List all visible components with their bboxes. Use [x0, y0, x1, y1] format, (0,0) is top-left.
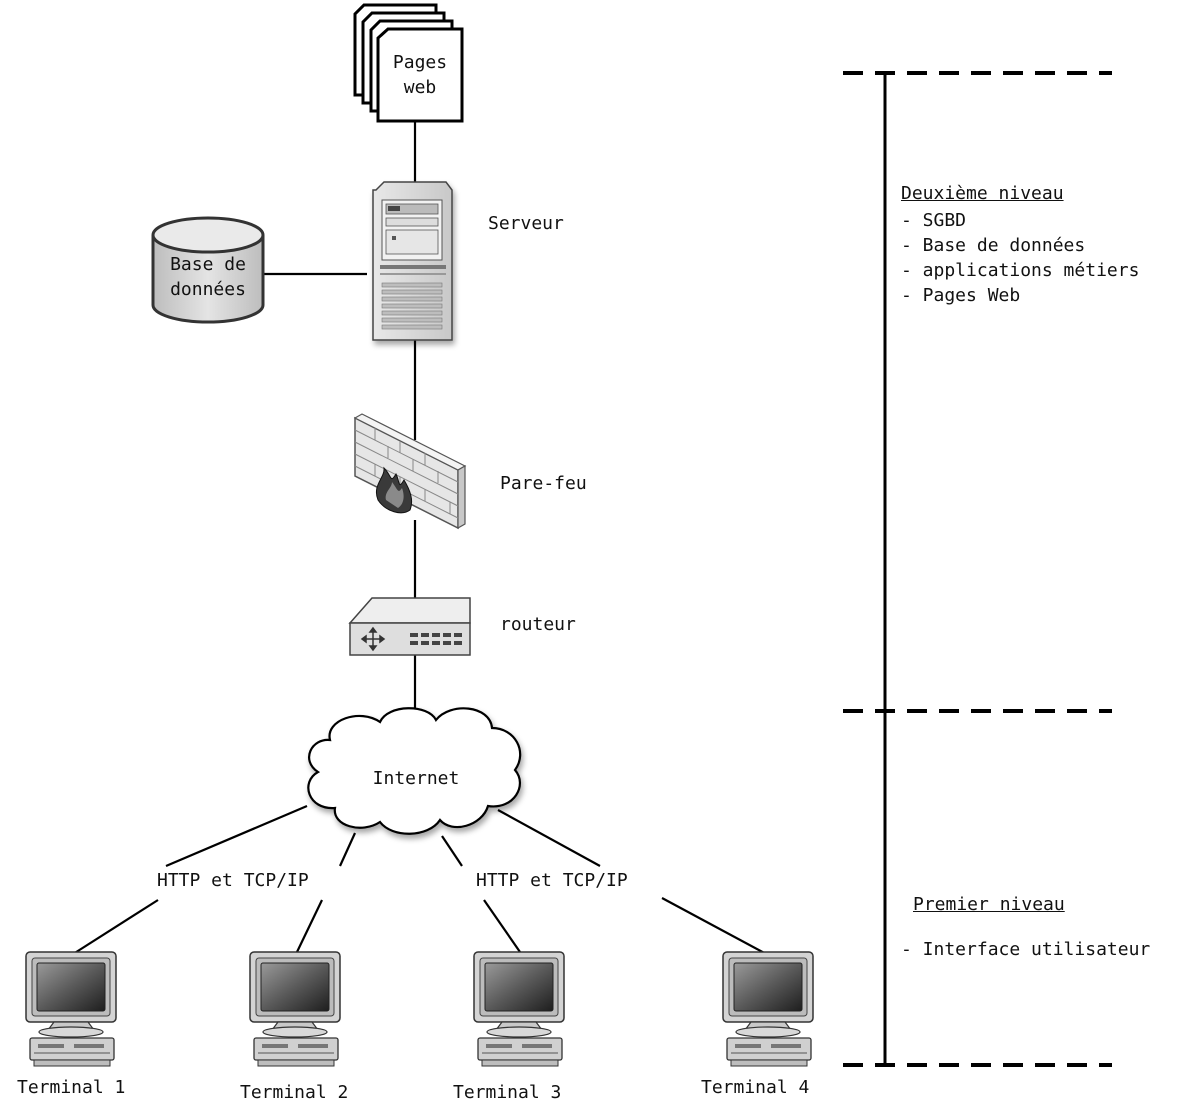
- pages-web-label-2: web: [403, 77, 437, 98]
- protocol-label-right: HTTP et TCP/IP: [476, 870, 628, 891]
- second-tier-item: - Base de données: [901, 235, 1086, 256]
- tier-bracket: [843, 71, 1112, 1067]
- second-tier-title: Deuxième niveau: [901, 183, 1064, 204]
- database-icon: [151, 216, 265, 324]
- first-tier-list: - Interface utilisateur: [901, 937, 1150, 962]
- router-label: routeur: [500, 614, 576, 635]
- pages-web-icon: [353, 3, 464, 123]
- connector-lines: [69, 122, 769, 957]
- terminal-1-label: Terminal 1: [17, 1077, 126, 1098]
- router-icon: [348, 597, 471, 656]
- terminal-2-label: Terminal 2: [240, 1082, 349, 1103]
- terminal-3-label: Terminal 3: [453, 1082, 562, 1103]
- firewall-label: Pare-feu: [500, 473, 587, 494]
- second-tier-item: - SGBD: [901, 210, 967, 231]
- server-icon: [372, 181, 453, 341]
- first-tier-item: - Interface utilisateur: [901, 939, 1151, 960]
- second-tier-list: - SGBD - Base de données - applications …: [901, 208, 1139, 308]
- terminal-3-icon: [473, 951, 565, 1067]
- firewall-icon: [353, 413, 467, 530]
- internet-label: Internet: [372, 768, 460, 789]
- first-tier-title: Premier niveau: [913, 894, 1065, 915]
- second-tier-item: - Pages Web: [901, 285, 1021, 306]
- internet-cloud-icon: [307, 707, 522, 835]
- database-label-1: Base de: [170, 254, 246, 275]
- second-tier-item: - applications métiers: [901, 260, 1140, 281]
- terminal-4-icon: [722, 951, 814, 1067]
- terminal-2-icon: [249, 951, 341, 1067]
- server-label: Serveur: [488, 213, 564, 234]
- database-label-2: données: [170, 279, 246, 300]
- terminal-1-icon: [25, 951, 117, 1067]
- terminal-4-label: Terminal 4: [701, 1077, 810, 1098]
- protocol-label-left: HTTP et TCP/IP: [157, 870, 309, 891]
- pages-web-label-1: Pages: [392, 52, 448, 73]
